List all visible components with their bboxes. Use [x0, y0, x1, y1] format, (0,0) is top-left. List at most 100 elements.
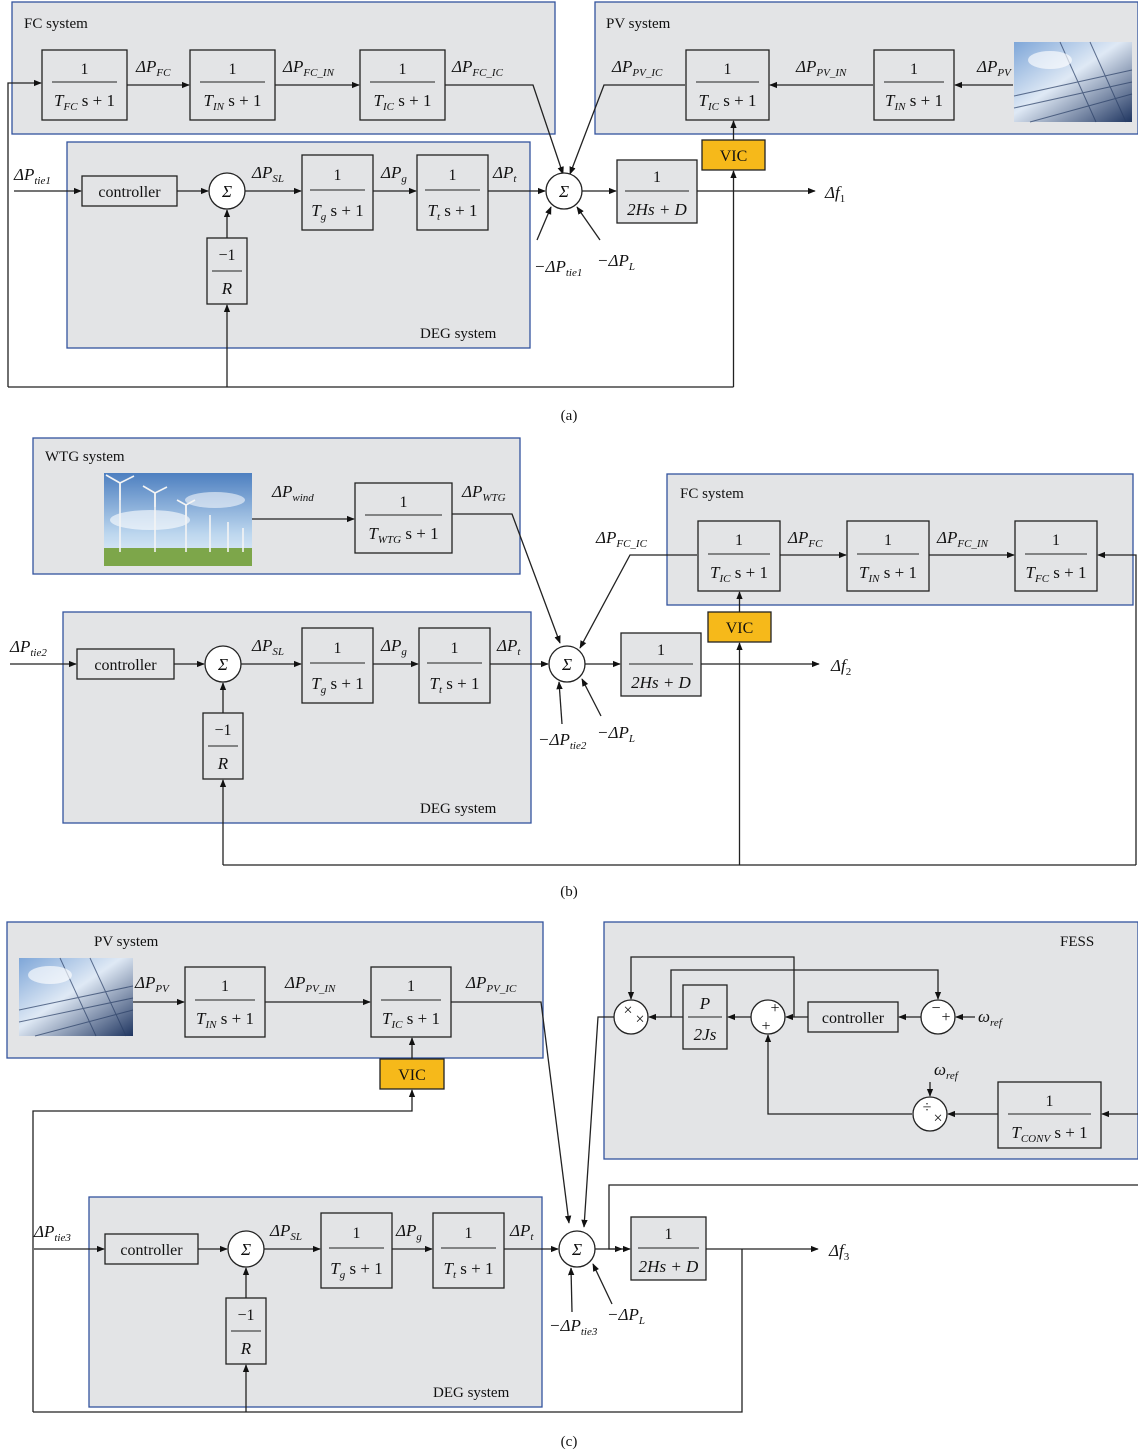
- label-df3: Δf3: [828, 1241, 850, 1263]
- inertia-tf-block-c: 1 2Hs + D: [631, 1217, 706, 1280]
- svg-text:1: 1: [910, 61, 918, 78]
- label-neg-dpl-a: −ΔPL: [597, 251, 635, 273]
- svg-text:Σ: Σ: [221, 182, 232, 201]
- svg-text:+: +: [761, 1018, 770, 1035]
- svg-text:×: ×: [635, 1011, 644, 1028]
- svg-text:VIC: VIC: [720, 148, 748, 165]
- tt-tf-block-c: 1 Tt s + 1: [433, 1213, 504, 1288]
- svg-text:TFC s + 1: TFC s + 1: [54, 91, 115, 113]
- fc-in-tf-block-b: 1 TIN s + 1: [847, 521, 929, 591]
- svg-text:1: 1: [353, 1225, 361, 1242]
- pv-system-title-c: PV system: [94, 934, 159, 950]
- svg-text:Σ: Σ: [240, 1240, 251, 1259]
- label-neg-tie3: −ΔPtie3: [549, 1316, 598, 1338]
- svg-text:Tg s + 1: Tg s + 1: [330, 1259, 382, 1281]
- svg-text:controller: controller: [94, 657, 157, 674]
- label-neg-dpl-c: −ΔPL: [607, 1305, 645, 1327]
- svg-text:1: 1: [724, 61, 732, 78]
- svg-text:1: 1: [221, 978, 229, 995]
- label-dp-fc-ic-b: ΔPFC_IC: [595, 528, 648, 550]
- svg-text:−1: −1: [214, 722, 231, 739]
- svg-text:TIN s + 1: TIN s + 1: [196, 1009, 254, 1031]
- inertia-tf-block-b: 1 2Hs + D: [621, 633, 701, 696]
- svg-text:TIC s + 1: TIC s + 1: [699, 91, 757, 113]
- svg-text:Tg s + 1: Tg s + 1: [311, 674, 363, 696]
- svg-text:TIC s + 1: TIC s + 1: [374, 91, 432, 113]
- svg-text:1: 1: [334, 640, 342, 657]
- tt-tf-block-a: 1 Tt s + 1: [417, 155, 488, 230]
- svg-text:1: 1: [653, 169, 661, 186]
- fc-system-title-b: FC system: [680, 486, 744, 502]
- sum-junction-main-c: Σ: [559, 1231, 595, 1267]
- tg-tf-block-a: 1 Tg s + 1: [302, 155, 373, 230]
- svg-text:TFC s + 1: TFC s + 1: [1026, 563, 1087, 585]
- svg-text:Σ: Σ: [571, 1240, 582, 1259]
- svg-text:Tt s + 1: Tt s + 1: [428, 201, 478, 223]
- svg-text:+: +: [770, 1000, 779, 1017]
- svg-text:Σ: Σ: [561, 655, 572, 674]
- svg-text:TIN s + 1: TIN s + 1: [885, 91, 943, 113]
- conv-tf-block-fess: 1 TCONV s + 1: [998, 1082, 1101, 1148]
- ic-tf-block-a: 1 TIC s + 1: [360, 50, 445, 120]
- fc-ic-tf-block-b: 1 TIC s + 1: [698, 521, 780, 591]
- svg-text:Σ: Σ: [217, 655, 228, 674]
- svg-text:2Hs + D: 2Hs + D: [639, 1257, 699, 1276]
- svg-text:controller: controller: [120, 1242, 183, 1259]
- sum-junction-deg-c: Σ: [228, 1231, 264, 1267]
- pv-ic-tf-block-c: 1 TIC s + 1: [371, 967, 451, 1037]
- svg-text:1: 1: [465, 1225, 473, 1242]
- label-tie1: ΔPtie1: [13, 165, 51, 187]
- svg-text:1: 1: [735, 532, 743, 549]
- vic-block-a: VIC: [702, 140, 765, 170]
- tg-tf-block-c: 1 Tg s + 1: [321, 1213, 392, 1288]
- pv-system-title-a: PV system: [606, 16, 671, 32]
- svg-text:1: 1: [399, 61, 407, 78]
- svg-text:TIN s + 1: TIN s + 1: [204, 91, 262, 113]
- caption-c: (c): [561, 1434, 578, 1450]
- inertia-tf-block-a: 1 2Hs + D: [617, 160, 697, 223]
- pv-in-tf-block-a: 1 TIN s + 1: [874, 50, 954, 120]
- svg-text:controller: controller: [822, 1010, 885, 1027]
- tg-tf-block-b: 1 Tg s + 1: [302, 628, 373, 703]
- wtg-tf-block-b: 1 TWTG s + 1: [355, 483, 452, 553]
- wind-turbine-image-b: [104, 473, 252, 566]
- svg-text:Tt s + 1: Tt s + 1: [444, 1259, 494, 1281]
- svg-text:1: 1: [400, 494, 408, 511]
- droop-block-a: −1 R: [207, 238, 247, 304]
- svg-text:R: R: [221, 279, 233, 298]
- label-neg-tie1: −ΔPtie1: [534, 257, 582, 279]
- svg-text:2Hs + D: 2Hs + D: [631, 673, 691, 692]
- svg-text:1: 1: [657, 642, 665, 659]
- sum-junction-fess: + +: [751, 1000, 785, 1035]
- svg-text:−1: −1: [237, 1307, 254, 1324]
- fc-tf-block-a: 1 TFC s + 1: [42, 50, 127, 120]
- caption-a: (a): [561, 408, 578, 424]
- tt-tf-block-b: 1 Tt s + 1: [419, 628, 490, 703]
- deg-system-title-c: DEG system: [433, 1385, 510, 1401]
- svg-text:Tg s + 1: Tg s + 1: [311, 201, 363, 223]
- pv-ic-tf-block-a: 1 TIC s + 1: [686, 50, 769, 120]
- svg-text:1: 1: [449, 167, 457, 184]
- label-tie3: ΔPtie3: [33, 1222, 71, 1244]
- sum-junction-deg-a: Σ: [209, 173, 245, 209]
- vic-block-b: VIC: [708, 612, 771, 642]
- svg-text:÷: ÷: [923, 1099, 932, 1116]
- svg-text:R: R: [240, 1339, 252, 1358]
- svg-text:1: 1: [334, 167, 342, 184]
- divider-junction-fess: ÷ ×: [913, 1097, 947, 1131]
- sum-junction-main-a: Σ: [546, 173, 582, 209]
- droop-block-c: −1 R: [226, 1298, 266, 1364]
- label-neg-tie2: −ΔPtie2: [538, 730, 587, 752]
- svg-text:×: ×: [933, 1110, 942, 1127]
- svg-text:2Hs + D: 2Hs + D: [627, 200, 687, 219]
- svg-text:1: 1: [665, 1226, 673, 1243]
- deg-system-title-b: DEG system: [420, 801, 497, 817]
- svg-text:2Js: 2Js: [694, 1025, 717, 1044]
- wtg-system-title-b: WTG system: [45, 449, 125, 465]
- svg-text:P: P: [699, 994, 710, 1013]
- solar-panel-image-c: [19, 958, 133, 1036]
- panel-c: PV system FESS DEG system ΔPPV 1 TIN s +…: [7, 922, 1138, 1450]
- sum-junction-deg-b: Σ: [205, 646, 241, 682]
- label-df2: Δf2: [830, 656, 851, 678]
- svg-text:−1: −1: [218, 247, 235, 264]
